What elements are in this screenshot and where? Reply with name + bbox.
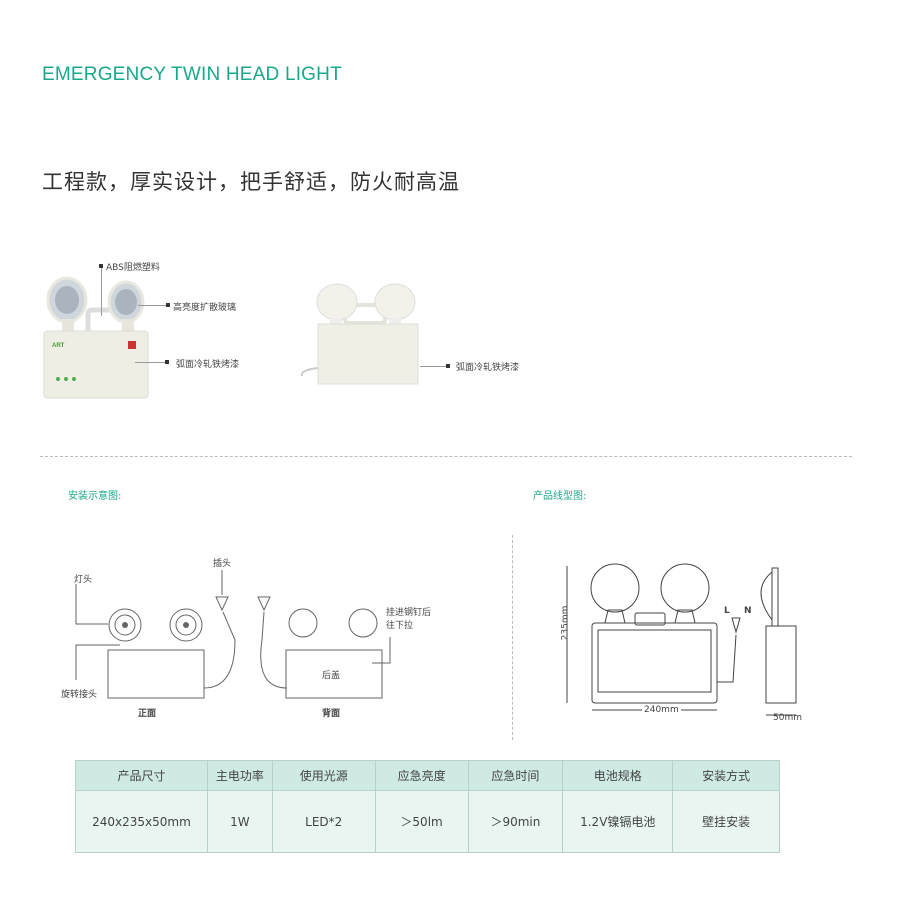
label-plug: 插头: [213, 559, 232, 569]
install-diagram-title: 安装示意图:: [68, 491, 122, 502]
page-subtitle: 工程款，厚实设计，把手舒适，防火耐高温: [42, 170, 460, 194]
spec-value: ＞90min: [467, 790, 564, 853]
spec-table: 产品尺寸 主电功率 使用光源 应急亮度 应急时间 电池规格 安装方式 240x2…: [75, 760, 780, 853]
install-diagram: [75, 570, 391, 699]
spec-value: 240x235x50mm: [75, 790, 208, 853]
spec-value: LED*2: [271, 790, 376, 853]
spec-value-row: 240x235x50mm 1W LED*2 ＞50lm ＞90min 1.2V镍…: [75, 790, 780, 853]
label-hang-note-2: 往下拉: [386, 621, 414, 631]
vertical-divider: [512, 535, 513, 740]
spec-value: 1.2V镍镉电池: [562, 790, 674, 853]
spec-header: 电池规格: [562, 760, 674, 791]
label-hang-note-1: 挂进钢钉后: [386, 608, 432, 618]
spec-header: 产品尺寸: [75, 760, 208, 791]
spec-header: 应急亮度: [374, 760, 469, 791]
back-product-photo: [290, 280, 440, 390]
dim-depth: 50mm: [773, 713, 802, 723]
plug-n: N: [744, 606, 752, 616]
label-front: 正面: [138, 709, 157, 719]
spec-header-row: 产品尺寸 主电功率 使用光源 应急亮度 应急时间 电池规格 安装方式: [75, 760, 780, 791]
spec-value: 1W: [206, 790, 273, 853]
callout-paint-front: 弧面冷轧铁烤漆: [176, 360, 240, 370]
spec-value: 壁挂安装: [672, 790, 780, 853]
plug-l: L: [724, 606, 730, 616]
label-lamp-head: 灯头: [74, 575, 93, 585]
outline-diagram: [566, 563, 797, 716]
section-divider: [40, 456, 852, 457]
dim-height: 235mm: [560, 605, 571, 641]
spec-header: 安装方式: [672, 760, 780, 791]
spec-value: ＞50lm: [374, 790, 469, 853]
outline-diagram-title: 产品线型图:: [533, 491, 587, 502]
callout-glass: 高亮度扩散玻璃: [173, 303, 237, 313]
spec-header: 应急时间: [467, 760, 564, 791]
label-back: 背面: [322, 709, 341, 719]
callout-paint-back: 弧面冷轧铁烤漆: [456, 363, 520, 373]
spec-header: 主电功率: [206, 760, 273, 791]
front-product-photo: ART: [40, 255, 180, 405]
dim-width: 240mm: [642, 705, 681, 715]
brand-logo: ART: [52, 343, 65, 349]
label-back-cover: 后盖: [322, 671, 341, 681]
page-title: EMERGENCY TWIN HEAD LIGHT: [42, 64, 342, 85]
label-rotary-joint: 旋转接头: [61, 690, 98, 700]
callout-abs: ABS阻燃塑料: [106, 263, 160, 273]
spec-header: 使用光源: [271, 760, 376, 791]
